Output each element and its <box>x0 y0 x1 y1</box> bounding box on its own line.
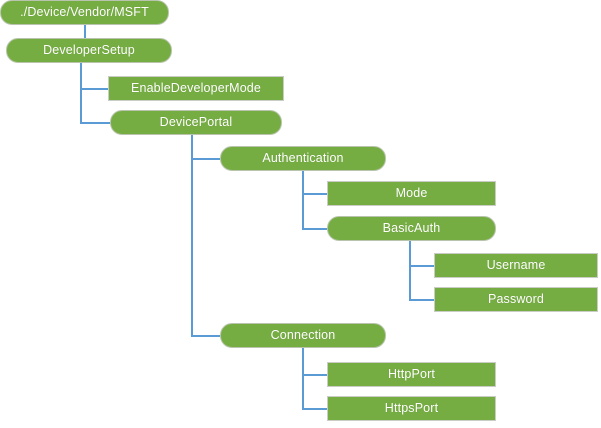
tree-node-https-port[interactable]: HttpsPort <box>327 396 496 421</box>
developersetup-trunk-vertical <box>80 63 82 124</box>
tree-node-label-password: Password <box>487 292 545 307</box>
basicauth-trunk-vertical <box>409 241 411 300</box>
tree-node-label-basic-auth: BasicAuth <box>382 221 441 236</box>
tree-node-label-enable-developer-mode: EnableDeveloperMode <box>130 81 262 96</box>
authentication-to-mode-horizontal <box>302 193 327 195</box>
deviceportal-to-authentication-horizontal <box>191 158 220 160</box>
root-to-developersetup-vertical <box>84 25 86 38</box>
connection-to-httpsport-horizontal <box>302 408 327 410</box>
tree-node-label-developer-setup: DeveloperSetup <box>43 43 135 58</box>
developersetup-to-enabledevelopermode-horizontal <box>80 88 108 90</box>
tree-node-label-username: Username <box>486 258 546 273</box>
tree-node-password[interactable]: Password <box>434 287 598 312</box>
tree-node-connection[interactable]: Connection <box>220 323 386 348</box>
tree-node-label-device-portal: DevicePortal <box>159 115 233 130</box>
tree-node-label-https-port: HttpsPort <box>384 401 439 416</box>
authentication-trunk-vertical <box>302 171 304 229</box>
tree-node-label-mode: Mode <box>395 186 428 201</box>
tree-node-device-portal[interactable]: DevicePortal <box>110 110 282 135</box>
tree-node-label-connection: Connection <box>270 328 336 343</box>
basicauth-to-password-horizontal <box>409 299 434 301</box>
tree-node-label-http-port: HttpPort <box>387 367 436 382</box>
developersetup-to-deviceportal-horizontal <box>80 122 110 124</box>
tree-node-root[interactable]: ./Device/Vendor/MSFT <box>0 0 169 25</box>
tree-node-basic-auth[interactable]: BasicAuth <box>327 216 496 241</box>
tree-node-label-authentication: Authentication <box>262 151 344 166</box>
tree-node-mode[interactable]: Mode <box>327 181 496 206</box>
tree-node-username[interactable]: Username <box>434 253 598 278</box>
authentication-to-basicauth-horizontal <box>302 228 327 230</box>
connection-to-httpport-horizontal <box>302 374 327 376</box>
deviceportal-trunk-vertical <box>191 135 193 336</box>
tree-node-http-port[interactable]: HttpPort <box>327 362 496 387</box>
tree-node-label-root: ./Device/Vendor/MSFT <box>20 5 149 20</box>
tree-node-enable-developer-mode[interactable]: EnableDeveloperMode <box>108 76 284 101</box>
basicauth-to-username-horizontal <box>409 265 434 267</box>
deviceportal-to-connection-horizontal <box>191 335 220 337</box>
tree-node-authentication[interactable]: Authentication <box>220 146 386 171</box>
connection-trunk-vertical <box>302 348 304 409</box>
tree-node-developer-setup[interactable]: DeveloperSetup <box>6 38 172 63</box>
